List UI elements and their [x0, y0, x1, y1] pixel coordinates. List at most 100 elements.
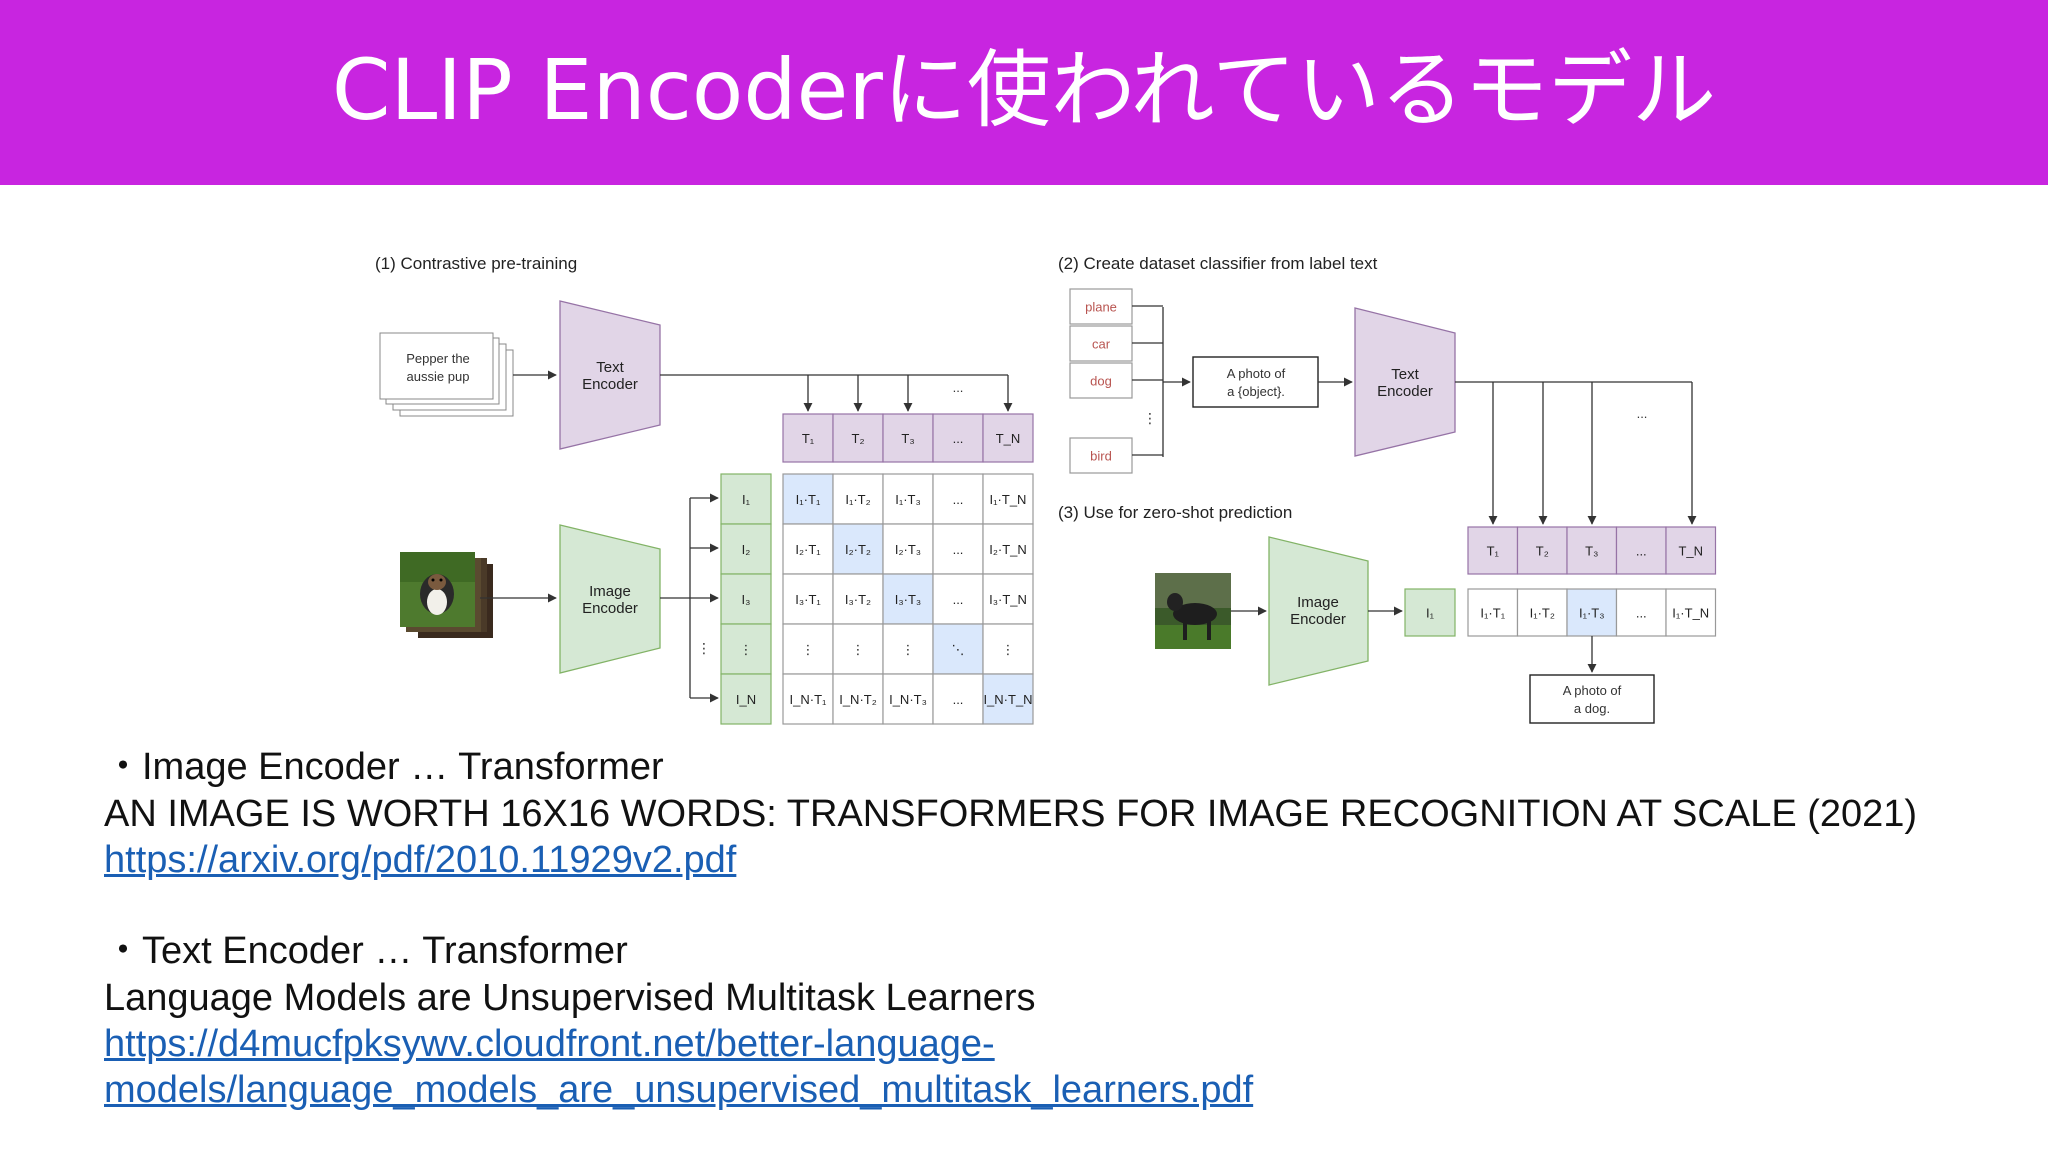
matrix-cell-3-1: ⋮ — [852, 642, 865, 657]
prediction-box — [1529, 674, 1655, 724]
image-encoder-1-label-a: Image — [589, 583, 631, 600]
matrix-cell-0-2-box — [882, 473, 934, 525]
label-dog: dog — [1090, 374, 1112, 389]
i-header-3: ⋮ — [740, 642, 753, 657]
matrix-cell-3-2: ⋮ — [902, 642, 915, 657]
matrix-cell-0-2: I₁·T₃ — [895, 492, 921, 507]
matrix-cell-3-4: ⋮ — [1002, 642, 1015, 657]
zs-i-header: I₁ — [1426, 606, 1435, 621]
zs-t-header-2: T₃ — [1585, 544, 1598, 559]
matrix-cell-4-3: ... — [953, 692, 964, 707]
zs-t-header-2-box — [1566, 526, 1618, 575]
image-encoder-2-label-a: Image — [1297, 594, 1339, 611]
slide-title: CLIP Encoderに使われているモデル — [331, 41, 1717, 139]
gpt2-paper-link-part2[interactable]: models/language_models_are_unsupervised_… — [104, 1069, 1254, 1111]
i-header-0: I₁ — [742, 492, 751, 507]
t-arrows-ellipsis: ... — [953, 380, 964, 395]
matrix-cell-2-2: I₃·T₃ — [895, 592, 921, 607]
i-header-0-box — [720, 473, 772, 525]
i-header-4: I_N — [736, 692, 756, 707]
zs-t-header-0: T₁ — [1487, 544, 1500, 559]
matrix-cell-4-2: I_N·T₃ — [889, 692, 927, 707]
t-header-0: T₁ — [802, 431, 815, 446]
zs-cell-4-box — [1665, 588, 1717, 637]
template-line2: a {object}. — [1227, 384, 1285, 399]
label-plane: plane — [1085, 300, 1117, 315]
zs-cell-4: I₁·T_N — [1672, 606, 1709, 621]
matrix-cell-0-0: I₁·T₁ — [796, 492, 821, 507]
matrix-cell-3-0: ⋮ — [802, 642, 815, 657]
matrix-cell-1-2: I₂·T₃ — [895, 542, 921, 557]
matrix-cell-2-1: I₃·T₂ — [845, 592, 871, 607]
i-header-2: I₃ — [742, 592, 751, 607]
panel3-label: (3) Use for zero-shot prediction — [1058, 503, 1292, 522]
matrix-cell-0-1: I₁·T₂ — [845, 492, 870, 507]
zs-t-header-1: T₂ — [1536, 544, 1549, 559]
matrix-cell-4-1-box — [832, 673, 884, 725]
i-header-column: I₁ I₂ I₃ ⋮ I_N — [720, 473, 772, 725]
zs-cell-3: ... — [1636, 606, 1647, 621]
t-header-row: T₁ T₂ T₃... T_N — [782, 413, 1034, 463]
caption-line2: aussie pup — [407, 369, 470, 384]
vit-paper-link[interactable]: https://arxiv.org/pdf/2010.11929v2.pdf — [104, 839, 737, 881]
labels-vdots: ⋮ — [1143, 410, 1157, 426]
zs-cell-2: I₁·T₃ — [1579, 606, 1605, 621]
image-encoder-bullet: ・Image Encoder … Transformer — [104, 746, 664, 788]
title-bar: CLIP Encoderに使われているモデル — [0, 0, 2048, 185]
zs-t-header-0-box — [1467, 526, 1519, 575]
matrix-cell-2-3: ... — [953, 592, 964, 607]
matrix-cell-0-4-box — [982, 473, 1034, 525]
matrix-cell-1-1: I₂·T₂ — [845, 542, 871, 557]
t-header-4: T_N — [996, 431, 1021, 446]
image-encoder-1 — [559, 524, 661, 674]
label-car: car — [1092, 337, 1111, 352]
i-header-4-box — [720, 673, 772, 725]
t-header-2: T₃ — [901, 431, 914, 446]
matrix-cell-2-2-box — [882, 573, 934, 625]
matrix-cell-1-4: I₂·T_N — [989, 542, 1027, 557]
label-bird-box — [1069, 437, 1133, 474]
gpt2-paper-link-part1[interactable]: https://d4mucfpksywv.cloudfront.net/bett… — [104, 1023, 995, 1065]
matrix-cell-3-3: ⋱ — [952, 642, 965, 657]
matrix-cell-3-1-box — [832, 623, 884, 675]
matrix-cell-4-4-box — [982, 673, 1034, 725]
caption-line1: Pepper the — [406, 351, 470, 366]
t-header-1: T₂ — [852, 431, 865, 446]
zs-t-header-4: T_N — [1678, 544, 1703, 559]
matrix-cell-1-2-box — [882, 523, 934, 575]
prediction-line1: A photo of — [1563, 683, 1622, 698]
zs-cell-0: I₁·T₁ — [1480, 606, 1505, 621]
panel2-label: (2) Create dataset classifier from label… — [1058, 254, 1378, 273]
zs-cell-1-box — [1516, 588, 1568, 637]
t-header-2-box — [882, 413, 934, 463]
matrix-cell-4-1: I_N·T₂ — [839, 692, 877, 707]
zs-t-header-4-box — [1665, 526, 1717, 575]
text-encoder-2-label-b: Encoder — [1377, 383, 1433, 400]
i-header-1: I₂ — [742, 542, 751, 557]
template-box — [1192, 356, 1319, 408]
text-encoder-bullet: ・Text Encoder … Transformer — [104, 930, 628, 972]
t-header-1-box — [832, 413, 884, 463]
panel1-label: (1) Contrastive pre-training — [375, 254, 577, 273]
zs-cell-3-box — [1615, 588, 1667, 637]
t-header-3: ... — [953, 431, 964, 446]
text-encoder-2-label-a: Text — [1391, 366, 1419, 383]
matrix-cell-3-3-box — [932, 623, 984, 675]
t-header-4-box — [982, 413, 1034, 463]
matrix-cell-2-0: I₃·T₁ — [795, 592, 821, 607]
i-header-3-box — [720, 623, 772, 675]
vit-paper-title: AN IMAGE IS WORTH 16X16 WORDS: TRANSFORM… — [104, 793, 1918, 835]
i-arrows-vdots: ⋮ — [697, 640, 711, 656]
template-line1: A photo of — [1227, 366, 1286, 381]
t-header-3-box — [932, 413, 984, 463]
label-dog-box — [1069, 362, 1133, 399]
matrix-cell-0-4: I₁·T_N — [990, 492, 1027, 507]
label-plane-box — [1069, 288, 1133, 325]
matrix-cell-3-4-box — [982, 623, 1034, 675]
caption-stack: Pepper the aussie pup — [379, 332, 514, 417]
matrix-cell-0-3: ... — [953, 492, 964, 507]
t2-arrows-ellipsis: ... — [1637, 406, 1648, 421]
